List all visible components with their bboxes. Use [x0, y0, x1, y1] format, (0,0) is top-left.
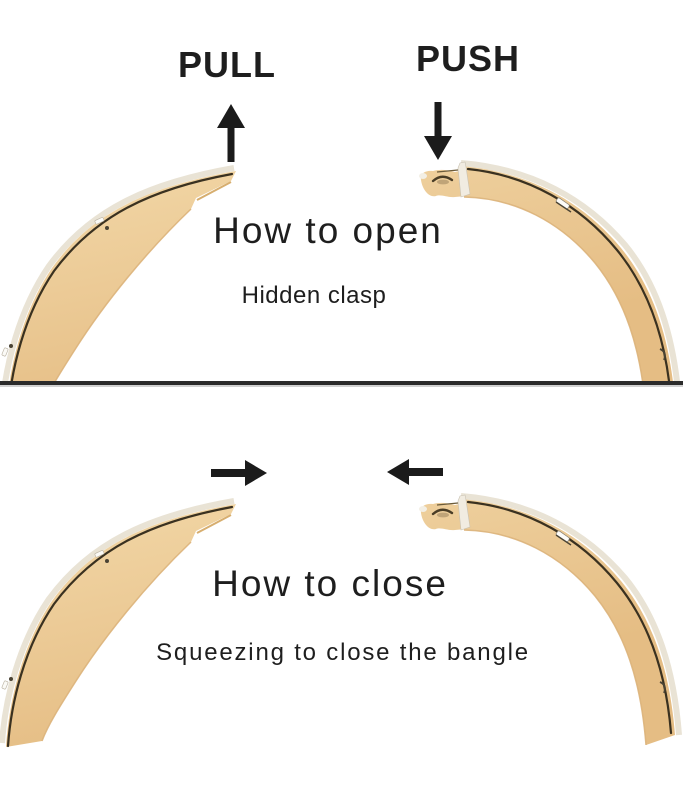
pull-label: PULL [178, 44, 276, 85]
bangle-open-bottom [2, 495, 679, 747]
arrow-left-icon [387, 459, 443, 485]
close-panel-title: How to close [212, 563, 448, 604]
open-panel-subtitle: Hidden clasp [241, 282, 387, 309]
arrow-up-icon [217, 104, 245, 162]
close-panel-subtitle: Squeezing to close the bangle [156, 639, 530, 666]
arrow-down-icon [424, 102, 452, 160]
open-panel-title: How to open [213, 210, 443, 251]
push-label: PUSH [415, 38, 521, 79]
arrow-right-icon [211, 460, 267, 486]
panel-divider [0, 381, 683, 385]
